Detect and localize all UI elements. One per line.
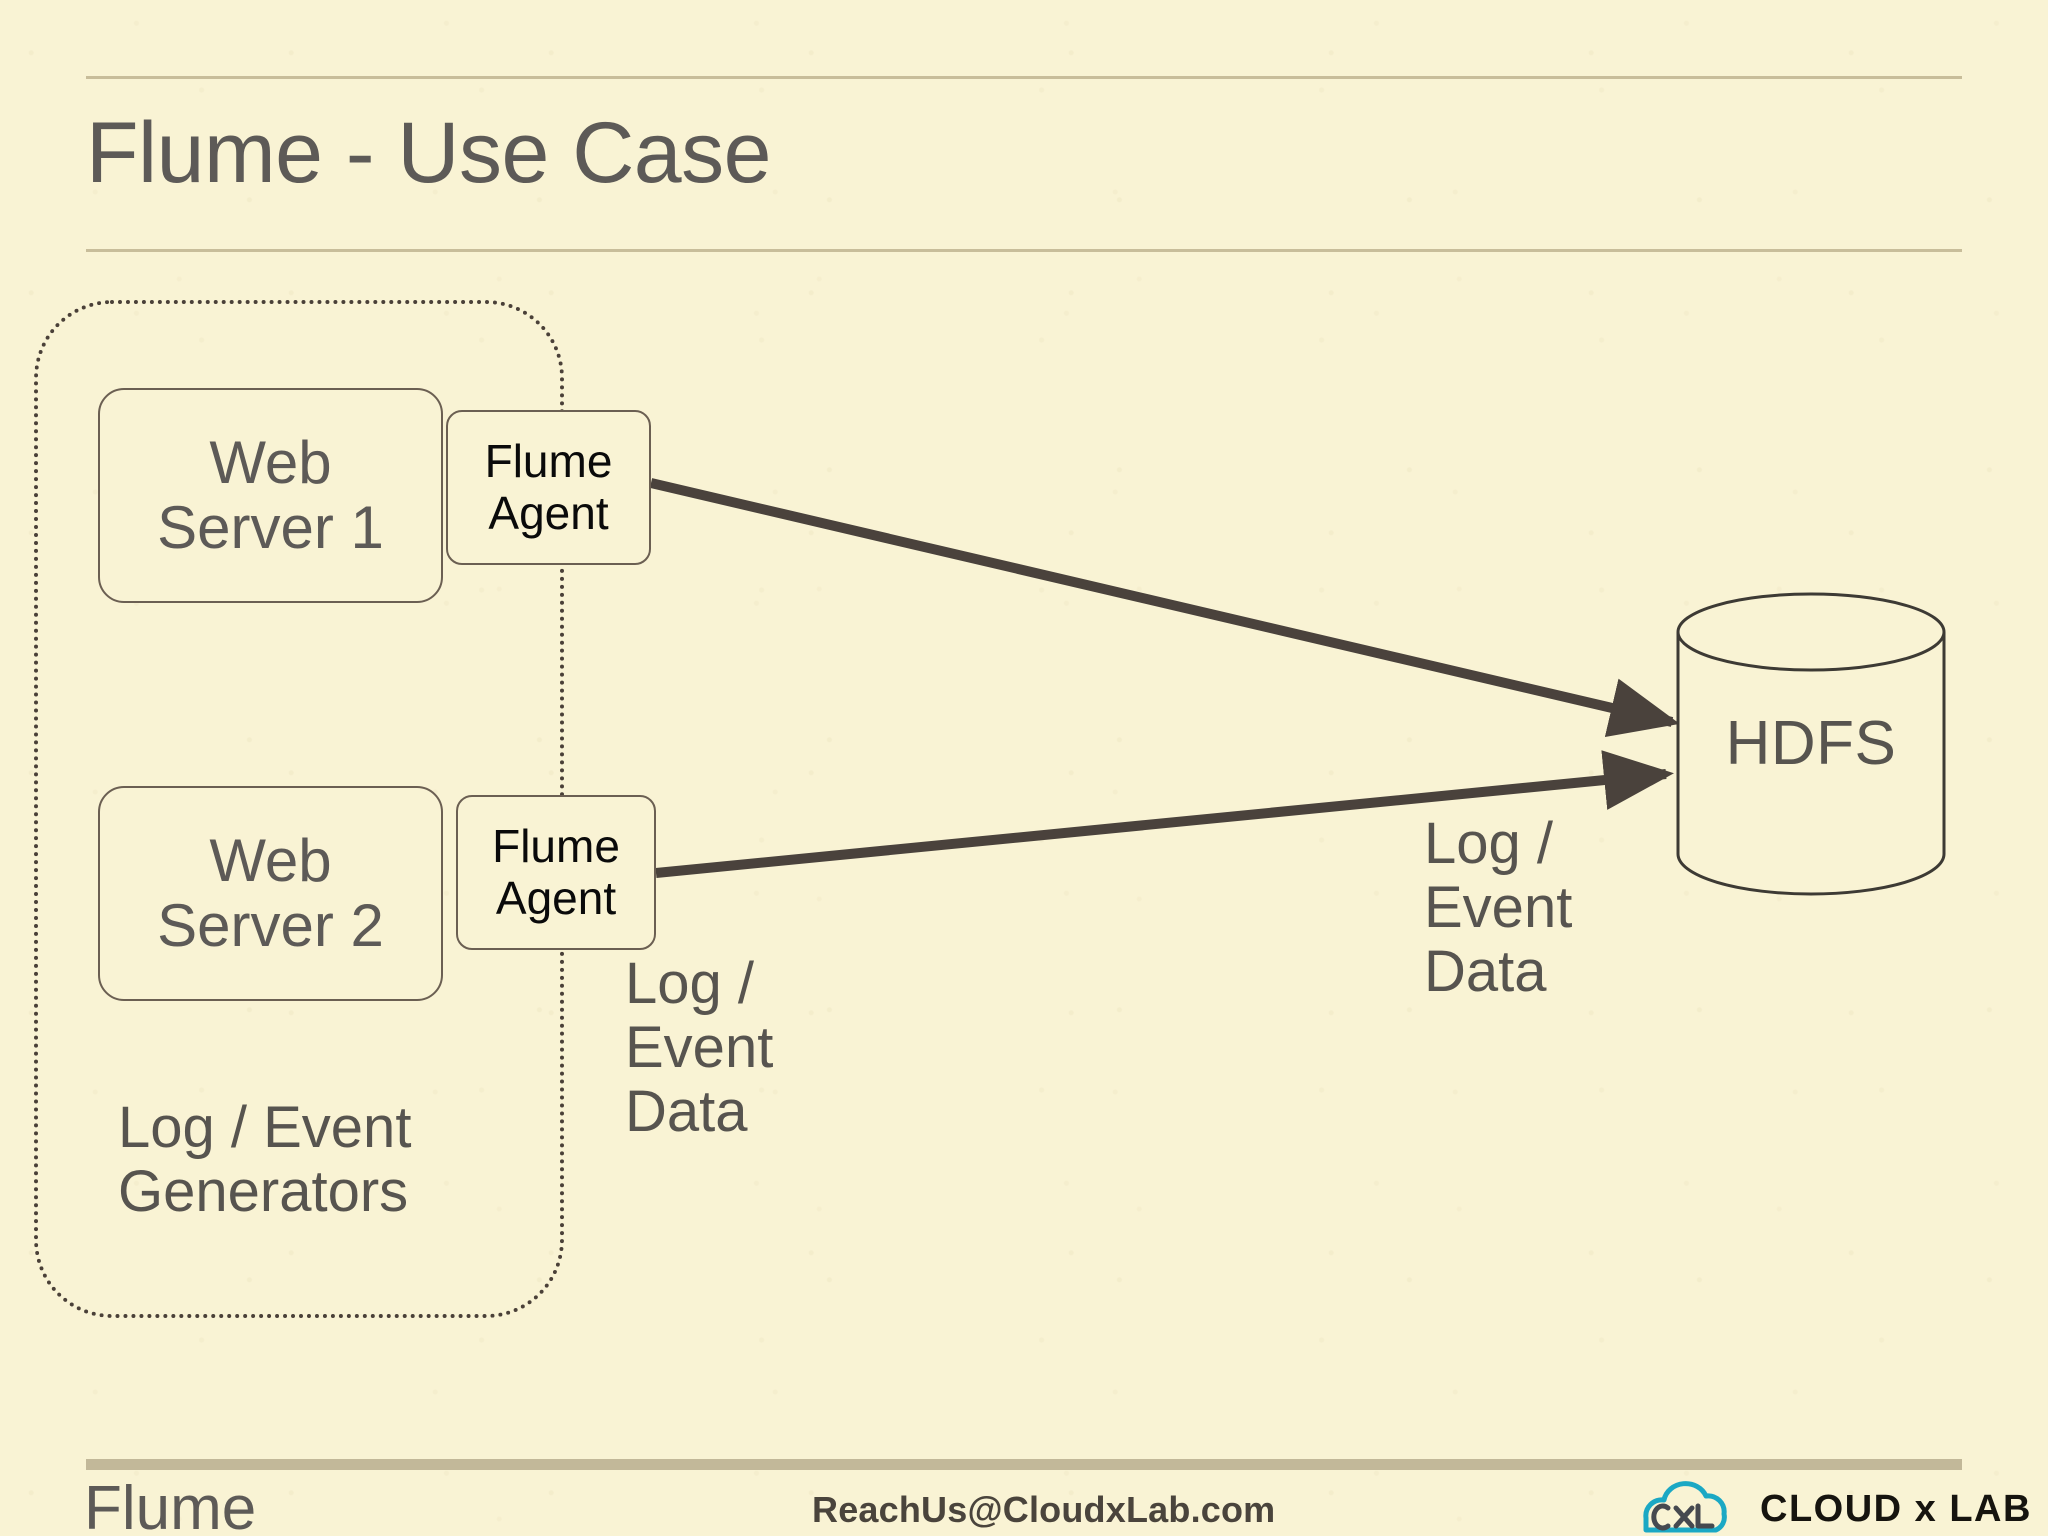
footer-email[interactable]: ReachUs@CloudxLab.com — [812, 1489, 1276, 1530]
page-title: Flume - Use Case — [86, 105, 771, 201]
flow-right-line2: Event — [1424, 874, 1573, 940]
flow-right-line1: Log / — [1424, 811, 1553, 876]
flume-agent-1-line1: Flume — [484, 434, 613, 487]
log-event-generators-label: Log / Event Generators — [118, 1096, 411, 1224]
web-server-2-line1: Web — [209, 826, 332, 894]
web-server-2-line2: Server 2 — [157, 891, 384, 959]
flow-left-line3: Data — [625, 1078, 748, 1144]
footer-rule — [86, 1459, 1962, 1470]
log-event-data-label-left: Log / Event Data — [625, 952, 773, 1143]
web-server-1-line2: Server 1 — [157, 493, 384, 561]
flow-left-line2: Event — [625, 1014, 774, 1080]
flow-left-line1: Log / — [625, 951, 754, 1016]
header-top-rule — [86, 76, 1962, 79]
cylinder-icon — [1676, 592, 1946, 896]
log-event-data-label-right: Log / Event Data — [1424, 812, 1572, 1003]
flume-agent-2-line1: Flume — [492, 819, 620, 872]
generators-label-line1: Log / Event — [118, 1095, 412, 1160]
generators-label-line2: Generators — [118, 1158, 409, 1224]
footer-brand: CLOUD x LAB — [1638, 1478, 2032, 1536]
arrow-agent1-to-hdfs — [649, 478, 1680, 738]
hdfs-label: HDFS — [1725, 708, 1897, 778]
flume-agent-1-line2: Agent — [488, 486, 609, 539]
web-server-1-line1: Web — [209, 428, 332, 496]
cloud-logo-icon — [1643, 1481, 1727, 1533]
footer-title: Flume — [84, 1474, 257, 1536]
web-server-1-box[interactable]: Web Server 1 — [98, 388, 443, 603]
header-bottom-rule — [86, 249, 1962, 252]
web-server-2-box[interactable]: Web Server 2 — [98, 786, 443, 1001]
brand-text: CLOUD x LAB — [1760, 1487, 2032, 1530]
hdfs-cylinder-node[interactable]: HDFS — [1676, 592, 1946, 896]
flume-agent-2-line2: Agent — [495, 871, 617, 924]
flow-right-line3: Data — [1424, 938, 1547, 1004]
flume-agent-1-box[interactable]: Flume Agent — [446, 410, 651, 565]
flume-agent-2-box[interactable]: Flume Agent — [456, 795, 656, 950]
